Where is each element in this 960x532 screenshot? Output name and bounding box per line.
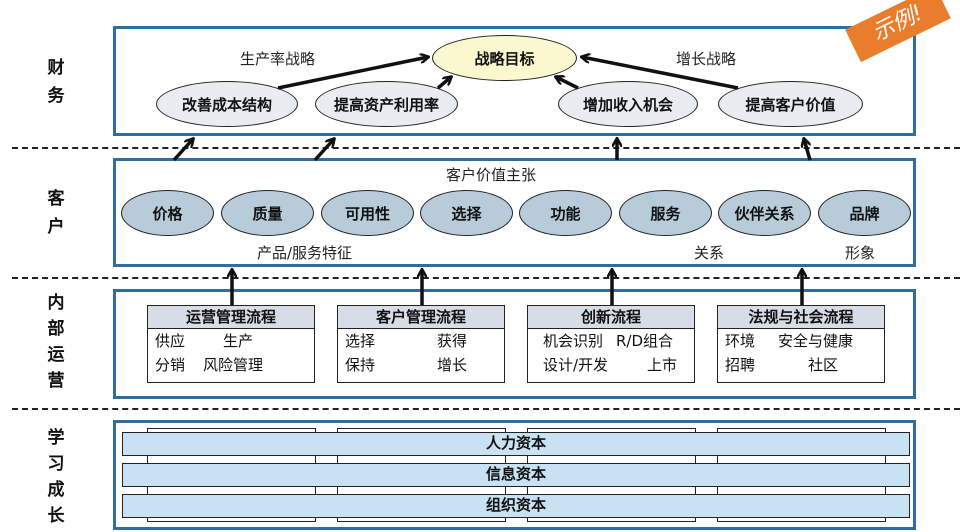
capital-bar-organization[interactable]: 组织资本 bbox=[122, 494, 910, 518]
section-label-finance: 财务 bbox=[40, 54, 72, 110]
capital-label: 信息资本 bbox=[485, 465, 546, 483]
section-label-customer: 客户 bbox=[40, 185, 72, 241]
customer-attribute-functionality[interactable]: 功能 bbox=[519, 190, 612, 236]
section-label-finance-text: 财务 bbox=[47, 58, 65, 106]
process-row: 环境 安全与健康 bbox=[718, 329, 884, 353]
process-title: 运营管理流程 bbox=[148, 306, 314, 329]
strategic-goal-node[interactable]: 战略目标 bbox=[432, 35, 577, 81]
process-item: 分销 bbox=[155, 356, 186, 374]
process-item: 选择 bbox=[345, 332, 376, 350]
arrow-customer-to-value bbox=[804, 139, 812, 161]
customer-attribute-quality[interactable]: 质量 bbox=[221, 190, 314, 236]
finance-objective-label: 提高客户价值 bbox=[745, 95, 836, 114]
finance-objective-customer-value[interactable]: 提高客户价值 bbox=[718, 81, 863, 127]
finance-objective-revenue-opportunity[interactable]: 增加收入机会 bbox=[558, 81, 698, 127]
customer-attribute-label: 选择 bbox=[451, 204, 482, 223]
customer-attribute-label: 品牌 bbox=[849, 204, 880, 223]
finance-objective-label: 改善成本结构 bbox=[181, 95, 272, 114]
customer-attribute-label: 伙伴关系 bbox=[734, 204, 795, 223]
process-item: 获得 bbox=[437, 332, 468, 350]
process-item: 风险管理 bbox=[203, 356, 264, 374]
separator-internal-learning bbox=[12, 408, 960, 410]
process-item: 安全与健康 bbox=[778, 332, 854, 350]
process-item: 保持 bbox=[345, 356, 376, 374]
customer-attribute-brand[interactable]: 品牌 bbox=[818, 190, 911, 236]
customer-attribute-label: 服务 bbox=[650, 204, 681, 223]
process-item: 环境 bbox=[725, 332, 756, 350]
process-title: 客户管理流程 bbox=[338, 306, 504, 329]
finance-objective-improve-cost[interactable]: 改善成本结构 bbox=[156, 81, 298, 127]
section-label-internal: 内部运营 bbox=[40, 290, 72, 394]
strategic-goal-label: 战略目标 bbox=[474, 49, 535, 68]
process-item: 设计/开发 bbox=[543, 356, 609, 374]
customer-attribute-label: 价格 bbox=[152, 204, 183, 223]
value-proposition-label: 客户价值主张 bbox=[446, 166, 537, 184]
process-row: 招聘 社区 bbox=[718, 353, 884, 377]
process-row: 机会识别 R/D组合 bbox=[528, 329, 694, 353]
arrow-customer-to-cost bbox=[172, 139, 193, 162]
customer-attribute-label: 质量 bbox=[252, 204, 283, 223]
customer-attribute-label: 功能 bbox=[550, 204, 581, 223]
section-label-learning: 学习成长 bbox=[40, 425, 72, 529]
growth-strategy-label: 增长战略 bbox=[676, 50, 737, 68]
section-label-internal-text: 内部运营 bbox=[47, 293, 65, 391]
process-box-operations[interactable]: 运营管理流程 供应 生产 分销 风险管理 bbox=[147, 305, 315, 383]
capital-label: 组织资本 bbox=[485, 496, 546, 514]
customer-attribute-partnership[interactable]: 伙伴关系 bbox=[718, 190, 811, 236]
capital-label: 人力资本 bbox=[485, 434, 546, 452]
process-row: 选择 获得 bbox=[338, 329, 504, 353]
productivity-strategy-label: 生产率战略 bbox=[240, 50, 316, 68]
capital-bar-information[interactable]: 信息资本 bbox=[122, 463, 910, 487]
process-row: 保持 增长 bbox=[338, 353, 504, 377]
process-item: 生产 bbox=[223, 332, 254, 350]
process-item: 社区 bbox=[808, 356, 839, 374]
relationship-group-label: 关系 bbox=[694, 244, 725, 262]
separator-finance-customer bbox=[12, 147, 960, 149]
product-service-group-label: 产品/服务特征 bbox=[257, 244, 353, 262]
customer-attribute-availability[interactable]: 可用性 bbox=[321, 190, 414, 236]
process-item: 招聘 bbox=[725, 356, 756, 374]
customer-attribute-service[interactable]: 服务 bbox=[619, 190, 712, 236]
customer-attribute-label: 可用性 bbox=[344, 204, 390, 223]
process-item: 机会识别 bbox=[543, 332, 604, 350]
process-box-innovation[interactable]: 创新流程 机会识别 R/D组合 设计/开发 上市 bbox=[527, 305, 695, 383]
section-label-learning-text: 学习成长 bbox=[47, 428, 65, 526]
arrow-customer-to-asset bbox=[313, 139, 334, 162]
customer-attribute-selection[interactable]: 选择 bbox=[420, 190, 513, 236]
process-box-customer-management[interactable]: 客户管理流程 选择 获得 保持 增长 bbox=[337, 305, 505, 383]
process-title: 法规与社会流程 bbox=[718, 306, 884, 329]
capital-bar-human[interactable]: 人力资本 bbox=[122, 432, 910, 456]
process-title: 创新流程 bbox=[528, 306, 694, 329]
process-row: 设计/开发 上市 bbox=[528, 353, 694, 377]
finance-objective-label: 增加收入机会 bbox=[582, 95, 673, 114]
process-item: 供应 bbox=[155, 332, 186, 350]
section-label-customer-text: 客户 bbox=[47, 189, 65, 237]
process-row: 供应 生产 bbox=[148, 329, 314, 353]
separator-customer-internal bbox=[12, 277, 960, 279]
process-item: R/D组合 bbox=[616, 332, 674, 350]
process-item: 增长 bbox=[437, 356, 468, 374]
process-box-regulatory-social[interactable]: 法规与社会流程 环境 安全与健康 招聘 社区 bbox=[717, 305, 885, 383]
finance-objective-label: 提高资产利用率 bbox=[333, 95, 439, 114]
finance-objective-asset-utilization[interactable]: 提高资产利用率 bbox=[315, 81, 458, 127]
process-row: 分销 风险管理 bbox=[148, 353, 314, 377]
image-group-label: 形象 bbox=[845, 244, 876, 262]
customer-attribute-price[interactable]: 价格 bbox=[121, 190, 214, 236]
process-item: 上市 bbox=[647, 356, 678, 374]
